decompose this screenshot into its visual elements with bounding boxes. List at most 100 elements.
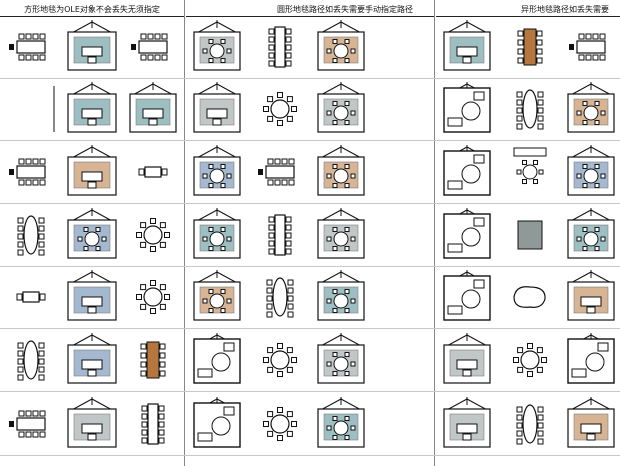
chair-symbol <box>220 288 226 294</box>
cad-block-room-carpet <box>562 395 620 453</box>
chair-symbol <box>18 431 25 438</box>
chair-symbol <box>274 179 281 186</box>
sofa-symbol <box>81 296 103 307</box>
cad-block-table-rect <box>2 143 60 201</box>
chair-symbol <box>332 226 338 232</box>
table-symbol <box>16 417 46 431</box>
chair-symbol <box>516 438 523 445</box>
chair-symbol <box>516 406 523 413</box>
cad-block-drawing <box>193 20 241 71</box>
sofa-symbol <box>81 423 103 434</box>
chair-symbol <box>208 163 214 169</box>
chair-symbol <box>286 347 293 354</box>
table-symbol <box>138 40 168 54</box>
cad-block-room-fan <box>188 268 246 326</box>
cad-block-room-fan <box>562 143 620 201</box>
chair-symbol <box>332 435 338 441</box>
cad-block-drawing <box>443 397 491 448</box>
chair-symbol <box>286 96 293 103</box>
cad-block-drawing <box>131 33 168 61</box>
section-divider <box>434 0 435 466</box>
cad-block-room-plan <box>562 331 620 389</box>
chair-symbol <box>77 236 83 242</box>
chair-symbol <box>326 425 332 431</box>
chair-symbol <box>154 33 161 40</box>
chair-symbol <box>268 216 275 223</box>
cad-block-drawing <box>268 214 292 256</box>
chair-symbol <box>350 298 356 304</box>
table-symbol <box>209 293 225 309</box>
chair-symbol <box>164 294 170 300</box>
chair-symbol <box>344 435 350 441</box>
sofa-symbol <box>580 423 602 434</box>
cad-block-room-plan <box>188 395 246 453</box>
table-symbol <box>274 26 286 68</box>
chair-symbol <box>39 431 46 438</box>
table-symbol <box>520 350 540 370</box>
chair-symbol <box>83 246 89 252</box>
table-symbol <box>87 118 97 126</box>
chair-symbol <box>32 33 39 40</box>
cad-block-room-fan <box>188 206 246 264</box>
sofa-symbol <box>197 368 213 378</box>
cad-block-drawing <box>258 158 295 186</box>
chair-symbol <box>38 342 45 349</box>
chair-symbol <box>332 415 338 421</box>
chair-symbol <box>150 280 156 286</box>
chair-symbol <box>576 173 582 179</box>
table-symbol <box>87 369 97 377</box>
cad-block-room-chairs-round <box>312 331 370 389</box>
chair-symbol <box>140 222 147 229</box>
chair-symbol <box>38 358 45 365</box>
chair-symbol <box>39 33 46 40</box>
cad-block-table-round <box>250 395 310 453</box>
cad-block-drawing <box>263 407 297 441</box>
cad-block-room-carpet <box>62 268 122 326</box>
chair-symbol <box>266 279 273 286</box>
table-symbol <box>84 231 100 247</box>
cad-block-drawing <box>136 280 170 314</box>
chair-symbol <box>285 224 292 231</box>
cad-block-room-carpet <box>62 18 122 76</box>
cad-block-drawing <box>567 397 615 448</box>
chair-symbol <box>25 33 32 40</box>
chair-symbol <box>287 287 294 294</box>
chair-symbol <box>39 54 46 61</box>
table-symbol <box>147 403 159 445</box>
chair-symbol <box>599 33 606 40</box>
cad-block-table-tall <box>250 206 310 264</box>
table-symbol <box>462 433 472 441</box>
chair-symbol <box>516 422 523 429</box>
table-symbol <box>148 118 158 126</box>
cad-block-table-grey <box>500 206 560 264</box>
table-symbol <box>333 168 349 184</box>
section-header-square-carpet: 方形地毯为OLE对象不会丢失无须指定 <box>24 5 160 14</box>
chair-symbol <box>18 33 25 40</box>
chair-symbol <box>32 410 39 417</box>
chair-symbol <box>537 123 544 130</box>
sofa-symbol <box>81 171 103 182</box>
chair-symbol <box>533 179 538 185</box>
table-symbol <box>209 168 225 184</box>
chair-symbol <box>140 241 147 248</box>
table-symbol <box>16 40 46 54</box>
table-symbol <box>23 340 39 380</box>
row-divider <box>0 203 620 204</box>
round-carpet-outline <box>211 416 231 436</box>
chair-symbol <box>281 179 288 186</box>
sofa-symbol <box>580 296 602 307</box>
chair-symbol <box>141 437 148 444</box>
chair-symbol <box>285 60 292 67</box>
table-symbol <box>274 214 286 256</box>
chair-symbol <box>344 120 350 126</box>
chair-symbol <box>268 28 275 35</box>
chair-symbol <box>140 343 147 350</box>
chair-symbol <box>208 246 214 252</box>
sofa-symbol <box>447 243 463 253</box>
cad-block-room-carpet <box>62 143 122 201</box>
cad-block-room-carpet <box>438 331 496 389</box>
chair-symbol <box>344 163 350 169</box>
chair-symbol <box>266 303 273 310</box>
cad-block-drawing <box>567 333 615 384</box>
cad-block-drawing <box>193 270 241 321</box>
